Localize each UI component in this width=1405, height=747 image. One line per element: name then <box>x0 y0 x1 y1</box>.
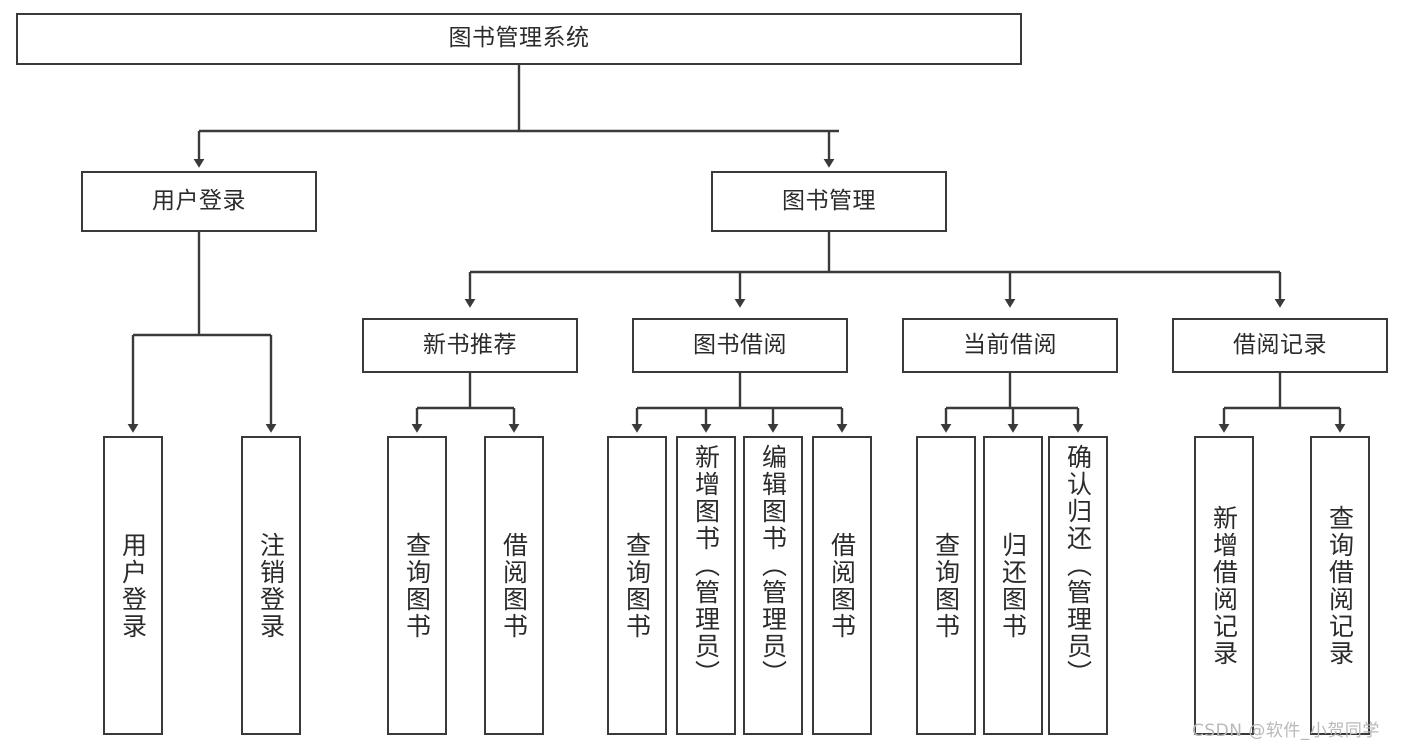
node-label: 用户登录 <box>118 531 148 640</box>
node-borrow-records[interactable]: 借阅记录 <box>1172 318 1388 373</box>
leaf-records-query-record[interactable]: 查询借阅记录 <box>1310 436 1370 735</box>
node-label: 查询借阅记录 <box>1325 504 1355 667</box>
node-label: 新增图书（管理员） <box>691 444 721 687</box>
leaf-user-login-signout[interactable]: 注销登录 <box>241 436 301 735</box>
node-label: 借阅图书 <box>499 531 529 640</box>
node-new-book-recommend[interactable]: 新书推荐 <box>362 318 578 373</box>
node-label: 归还图书 <box>998 531 1028 640</box>
leaf-borrow-edit-book-admin[interactable]: 编辑图书（管理员） <box>743 436 803 735</box>
node-label: 用户登录 <box>152 187 246 214</box>
leaf-borrow-borrow-book[interactable]: 借阅图书 <box>812 436 872 735</box>
node-label: 图书管理 <box>782 187 876 214</box>
node-label: 查询图书 <box>402 531 432 640</box>
node-book-borrow[interactable]: 图书借阅 <box>632 318 848 373</box>
leaf-current-return-book[interactable]: 归还图书 <box>983 436 1043 735</box>
leaf-current-confirm-return-admin[interactable]: 确认归还（管理员） <box>1048 436 1108 735</box>
node-label: 新书推荐 <box>423 331 517 358</box>
node-label: 查询图书 <box>622 531 652 640</box>
node-root-system[interactable]: 图书管理系统 <box>16 13 1022 65</box>
node-label: 确认归还（管理员） <box>1063 444 1093 687</box>
csdn-watermark: CSDN @软件_小贺同学 <box>1192 721 1380 741</box>
node-label: 当前借阅 <box>963 331 1057 358</box>
node-label: 借阅记录 <box>1233 331 1327 358</box>
node-current-borrow[interactable]: 当前借阅 <box>902 318 1118 373</box>
node-book-management[interactable]: 图书管理 <box>711 171 947 232</box>
node-label: 查询图书 <box>931 531 961 640</box>
leaf-borrow-add-book-admin[interactable]: 新增图书（管理员） <box>676 436 736 735</box>
node-label: 借阅图书 <box>827 531 857 640</box>
node-label: 图书管理系统 <box>448 25 590 52</box>
leaf-new-book-borrow[interactable]: 借阅图书 <box>484 436 544 735</box>
leaf-user-login-signin[interactable]: 用户登录 <box>103 436 163 735</box>
leaf-records-add-record[interactable]: 新增借阅记录 <box>1194 436 1254 735</box>
node-label: 注销登录 <box>256 531 286 640</box>
leaf-new-book-query[interactable]: 查询图书 <box>387 436 447 735</box>
leaf-current-query-book[interactable]: 查询图书 <box>916 436 976 735</box>
node-user-login[interactable]: 用户登录 <box>81 171 317 232</box>
node-label: 图书借阅 <box>693 331 787 358</box>
node-label: 新增借阅记录 <box>1209 504 1239 667</box>
leaf-borrow-query-book[interactable]: 查询图书 <box>607 436 667 735</box>
node-label: 编辑图书（管理员） <box>758 444 788 687</box>
